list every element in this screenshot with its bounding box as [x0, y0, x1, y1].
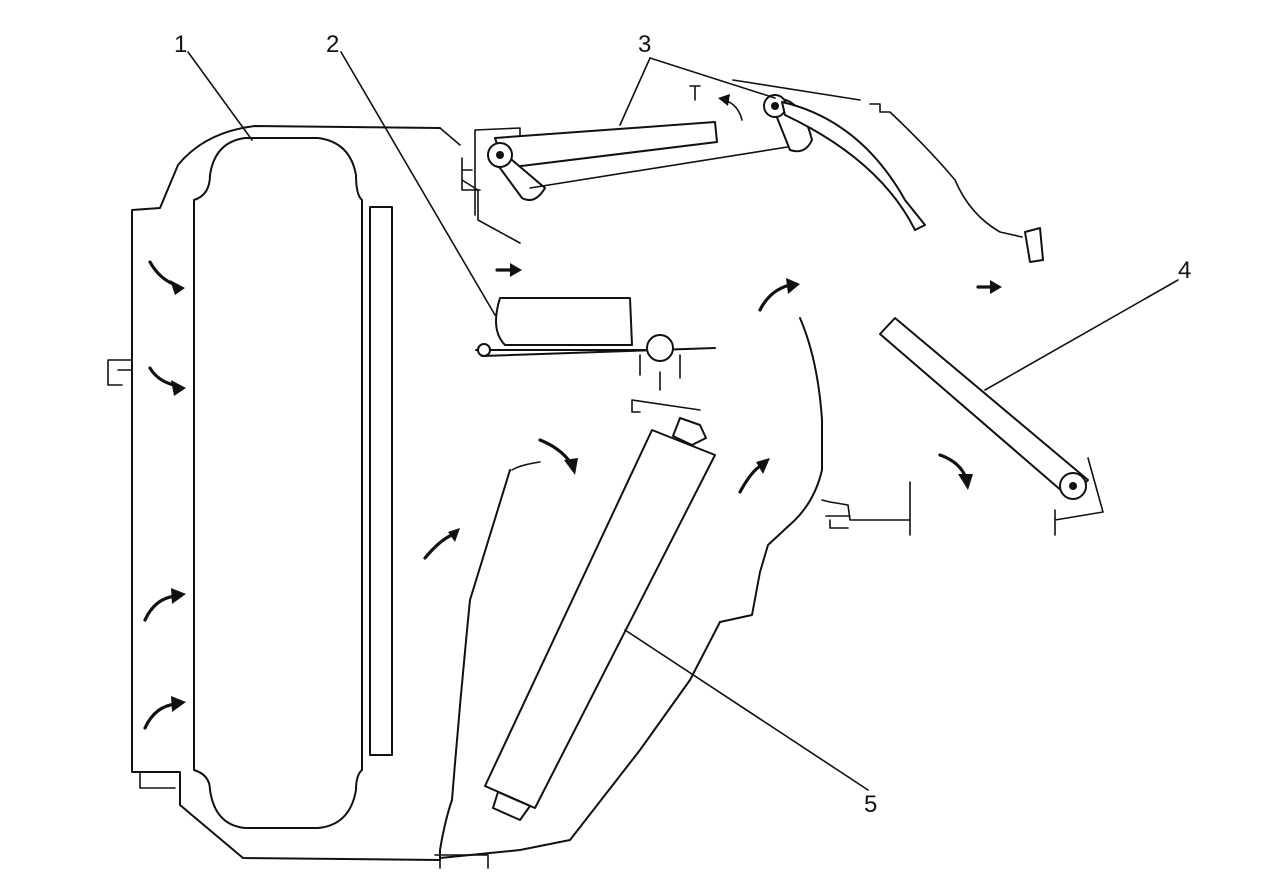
mode-door-link-line — [529, 144, 801, 189]
callout-label-1: 1 — [174, 31, 187, 58]
leader-line-5 — [624, 629, 869, 791]
housing-inner-wall — [439, 127, 521, 244]
heater-core-bottom-pipe — [492, 791, 531, 821]
leader-line-4 — [984, 279, 1179, 391]
leader-line-2 — [340, 51, 496, 316]
actuator-bracket — [631, 354, 701, 413]
housing-outline-center-inner — [511, 461, 541, 471]
airflow-arrows-left — [143, 260, 186, 730]
heater-core-body — [484, 429, 716, 809]
leader-line-3a — [619, 57, 651, 126]
floor-door-blade — [879, 317, 1089, 499]
floor-door-housing — [1054, 457, 1104, 536]
airflow-arrow — [423, 533, 454, 560]
evaporator-core-side-plate — [369, 206, 393, 756]
upper-housing-stub — [689, 85, 701, 101]
heater-core — [484, 417, 716, 821]
outlet-tab — [1024, 227, 1044, 263]
mode-doors — [461, 79, 1044, 263]
callout-label-2: 2 — [326, 31, 339, 58]
mode-door-right-blade — [781, 101, 926, 231]
airflow-arrow — [538, 438, 572, 464]
housing-bottom-stub — [434, 851, 489, 869]
upper-housing-right — [732, 79, 1023, 238]
mode-door-left — [494, 121, 718, 169]
actuator-housing — [495, 297, 633, 346]
evaporator-core — [193, 137, 363, 829]
airflow-arrow — [738, 463, 764, 494]
housing-tab-bottom — [139, 771, 176, 789]
temperature-door-actuator — [475, 297, 716, 413]
heater-core-top-pipe — [672, 417, 707, 446]
leader-line-3b — [649, 57, 776, 99]
airflow-arrow — [143, 594, 178, 622]
actuator-pivot-left — [477, 343, 491, 357]
housing-outline-center — [439, 317, 823, 859]
floor-door — [879, 317, 1104, 536]
airflow-arrows-middle — [423, 94, 1002, 560]
leader-line-1 — [187, 51, 253, 141]
housing-tab-left — [107, 359, 133, 386]
callout-label-5: 5 — [864, 791, 877, 818]
actuator-gear — [646, 334, 674, 362]
airflow-arrow — [758, 283, 792, 312]
actuator-shaft — [475, 347, 716, 357]
housing-outline-left — [131, 125, 511, 861]
housing-bracket-bottom — [821, 481, 911, 536]
callout-label-3: 3 — [638, 31, 651, 58]
upper-housing-outline — [461, 127, 521, 216]
airflow-arrow — [143, 702, 178, 730]
callout-label-4: 4 — [1178, 257, 1191, 284]
